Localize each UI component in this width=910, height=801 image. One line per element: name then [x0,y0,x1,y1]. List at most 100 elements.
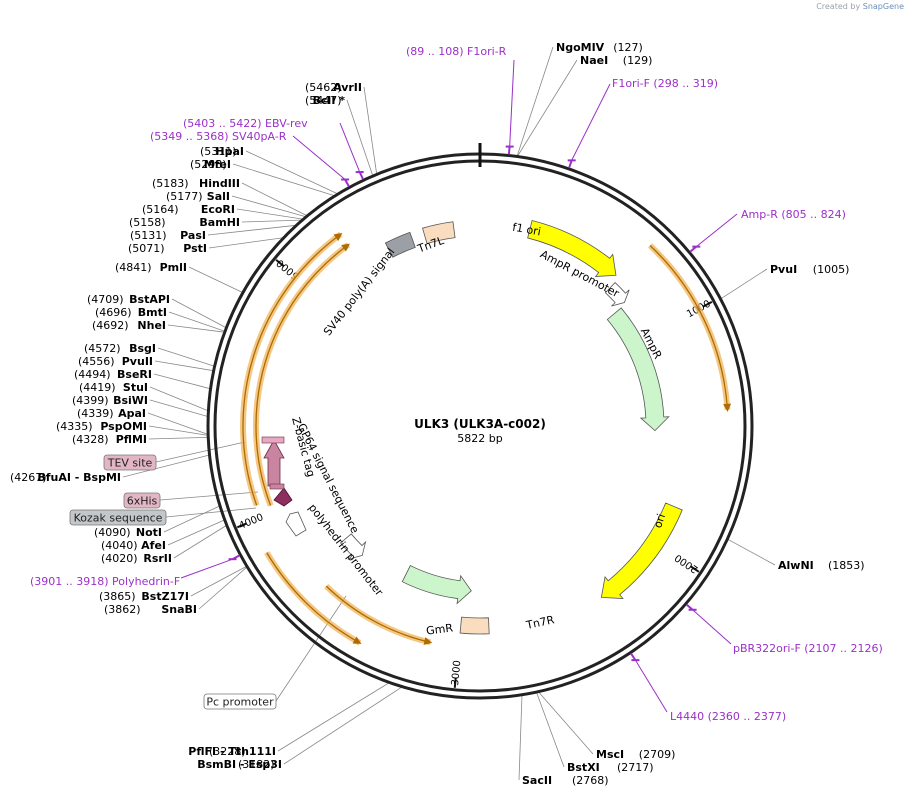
site-name: BstAPI [129,293,170,306]
site-apai[interactable]: (4339)ApaI [77,407,146,420]
site-pvui[interactable]: PvuI(1005) [770,263,849,276]
site-bstapi[interactable]: (4709)BstAPI [87,293,170,306]
feature-sv40-polya [384,231,416,258]
site-position: (5311) [200,145,237,158]
site-bsgi[interactable]: (4572)BsgI [84,342,156,355]
site-noti[interactable]: (4090)NotI [94,526,162,539]
feature-tag-6xhis[interactable]: 6xHis [123,492,161,509]
feature-ampr-promoter [604,282,630,307]
site-leader [518,695,523,781]
site-name: PflFI - Tth111I [188,745,276,758]
site-snabi[interactable]: (3862)SnaBI [104,603,197,616]
site-position: (5183) [152,177,189,190]
site-hindiii[interactable]: (5183)HindIII [152,177,240,190]
primer-amp-r[interactable]: Amp-R (805 .. 824) [741,208,846,221]
site-leader [241,219,301,223]
leader-lines [122,46,776,781]
site-alwni[interactable]: AlwNI(1853) [778,559,865,572]
site-bmti[interactable]: (4696)BmtI [95,306,167,319]
site-name: PstI [183,242,207,255]
site-stui[interactable]: (4419)StuI [79,381,148,394]
site-mfei[interactable]: (5298)MfeI [190,158,231,171]
site-bamhi[interactable]: (5158)BamHI [129,216,240,229]
site-pvuii[interactable]: (4556) PvuII [78,355,153,368]
site-ngomiv[interactable]: NgoMIV(127) [556,41,643,54]
label-tn7r: Tn7R [524,613,556,632]
site-afei[interactable]: (4040)AfeI [101,539,166,552]
site-name: PmlI [160,261,187,274]
site-position: (5298) [190,158,227,171]
site-ecori[interactable]: (5164)EcoRI [142,203,235,216]
site-bstxi[interactable]: BstXI(2717) [567,761,654,774]
primer-mark [507,146,511,155]
site-bsiwi[interactable]: (4399)BsiWI [72,394,148,407]
site-bsmbi[interactable]: (3182)BsmBI - Esp3I [197,758,282,771]
site-name: PvuII [122,355,153,368]
orf-upper-band-head [333,233,343,241]
site-name: NotI [136,526,162,539]
feature-tag-pc-promoter[interactable]: Pc promoter [203,693,277,710]
site-name: BsmBI - Esp3I [197,758,282,771]
orf-green-band-head [341,243,350,252]
bp-tick-label: 3000 [450,660,463,686]
site-position: (4335) [56,420,93,433]
site-bstz17i[interactable]: (3865)BstZ17I [99,590,189,603]
primer-f1ori-f[interactable]: F1ori-F (298 .. 319) [612,77,718,90]
tag-box [203,693,277,710]
site-leader [163,505,220,533]
site-name: SacII [522,774,552,787]
site-msci[interactable]: MscI(2709) [596,748,675,761]
feature-tag-kozak[interactable]: Kozak sequence [69,509,167,526]
tag-leader [165,507,257,518]
primer-leader [180,558,233,579]
site-hpai[interactable]: (5311)HpaI [200,145,244,158]
site-bseri[interactable]: (4494)BseRI [74,368,152,381]
bp-tick-mark [275,259,285,267]
primer-f1ori-r[interactable]: (89 .. 108) F1ori-R [406,45,507,58]
tag-label: TEV site [107,457,153,470]
primer-pbr322ori-f[interactable]: pBR322ori-F (2107 .. 2126) [733,642,883,655]
site-leader [188,266,243,293]
feature-tag-tev-site[interactable]: TEV site [103,454,157,471]
site-naei[interactable]: NaeI(129) [580,54,652,67]
site-psti[interactable]: (5071)PstI [128,242,207,255]
site-name: RsrII [143,552,172,565]
site-sacii[interactable]: SacII(2768) [522,774,609,787]
bp-tick-mark [236,522,247,529]
site-name: BfuAI - BspMI [37,471,121,484]
site-leader [190,566,247,597]
site-rsrii[interactable]: (4020)RsrII [101,552,172,565]
site-position: (4841) [115,261,152,274]
label-gmr: GmR [425,621,454,637]
site-position: (129) [623,54,653,67]
site-leader [173,525,227,559]
site-bcli[interactable]: (5447)BclI * [305,94,345,107]
site-name: BsiWI [113,394,148,407]
tag-leader [155,441,246,463]
label-tn7l: Tn7L [415,234,446,256]
site-pmli[interactable]: (4841) PmlI [115,261,187,274]
primer-polyhedrin-f[interactable]: (3901 .. 3918) Polyhedrin-F [30,575,180,588]
site-pflmi[interactable]: (4328)PflMI [72,433,147,446]
site-name: SalI [207,190,230,203]
site-pasi[interactable]: (5131)PasI [130,229,206,242]
primer-l4440[interactable]: L4440 (2360 .. 2377) [670,710,786,723]
primer-sv40pa-r[interactable]: (5349 .. 5368) SV40pA-R [150,130,287,143]
site-pflfi[interactable]: (3228)PflFI - Tth111I [188,745,276,758]
site-labels: NgoMIV(127)NaeI(129) PvuI(1005) AlwNI(1853… [10,41,883,787]
site-sali[interactable]: (5177)SalI [166,190,230,203]
site-position: (4572) [84,342,121,355]
site-pspomi[interactable]: (4335)PspOMI [56,420,147,433]
primer-ebv-rev[interactable]: (5403 .. 5422) EBV-rev [183,117,308,130]
site-position: (1005) [813,263,850,276]
primer-leader [571,83,611,161]
site-avrii[interactable]: (5462)AvrII [305,81,362,94]
site-bfuai[interactable]: (4267)BfuAI - BspMI [10,471,121,484]
tag-box [103,454,157,471]
site-position: (3865) [99,590,136,603]
site-nhei[interactable]: (4692)NheI [92,319,166,332]
site-leader [198,567,247,610]
site-leader [157,347,214,367]
site-position: (4556) [78,355,115,368]
orf-ampr-band-line [649,244,729,410]
